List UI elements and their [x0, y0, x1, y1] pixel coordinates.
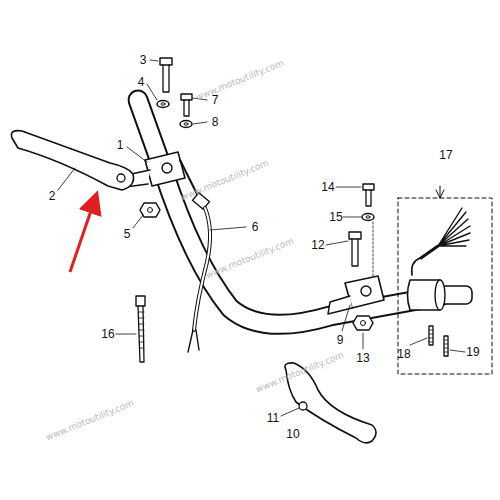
callout-number: 11 [267, 412, 279, 424]
callout-number: 16 [101, 328, 114, 340]
callout-number: 3 [140, 54, 147, 66]
callout-number: 14 [321, 181, 334, 193]
watermark: www.motoutility.com [195, 58, 285, 101]
callout-number: 8 [212, 116, 219, 128]
callout-number: 10 [286, 428, 299, 440]
watermark: www.motoutility.com [45, 398, 135, 441]
watermark: www.motoutility.com [205, 236, 295, 279]
callout-number: 17 [439, 149, 452, 161]
callout-number: 19 [466, 346, 479, 358]
callout-number: 6 [252, 221, 259, 233]
callout-number: 18 [397, 348, 410, 360]
callout-number: 5 [124, 228, 131, 240]
callout-number: 13 [356, 352, 369, 364]
watermark: www.motoutility.com [180, 158, 270, 201]
callout-number: 1 [117, 139, 124, 151]
callout-number: 2 [49, 190, 56, 202]
callout-number: 9 [337, 334, 344, 346]
callout-number: 12 [311, 239, 324, 251]
callout-number: 4 [138, 76, 145, 88]
callout-number: 15 [329, 211, 342, 223]
